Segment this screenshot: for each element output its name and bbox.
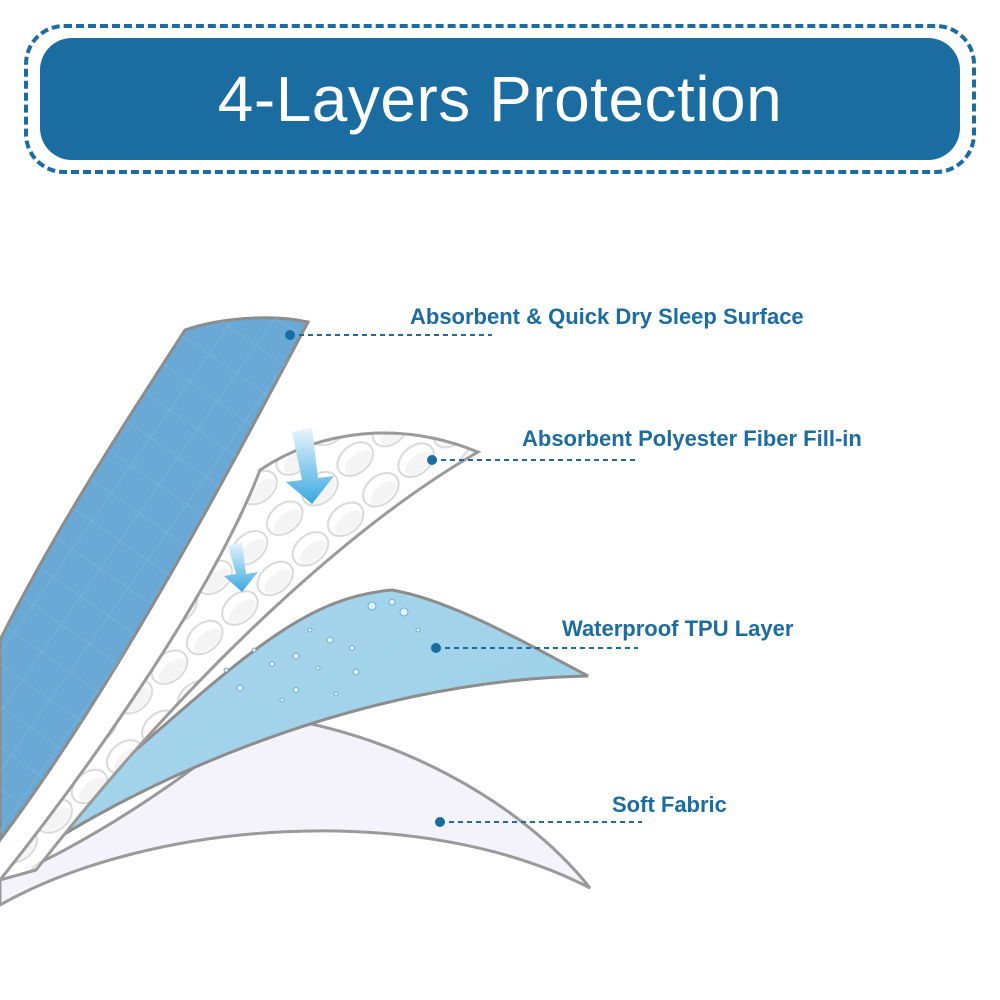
label-tpu-layer: Waterproof TPU Layer xyxy=(562,616,794,641)
absorption-arrow-small-icon xyxy=(224,542,258,592)
tpu-layer xyxy=(8,588,589,872)
label-sleep-surface: Absorbent & Quick Dry Sleep Surface xyxy=(410,304,804,329)
absorption-arrow-icon xyxy=(286,428,334,504)
fiber-fill-layer xyxy=(0,431,482,882)
leader-lines xyxy=(290,334,642,823)
sleep-surface-layer xyxy=(0,316,311,843)
label-fiber-fill: Absorbent Polyester Fiber Fill-in xyxy=(522,426,862,451)
banner-dashed-outline xyxy=(24,24,976,174)
water-droplets xyxy=(223,598,421,703)
label-soft-fabric: Soft Fabric xyxy=(612,792,727,817)
title-banner: 4-Layers Protection xyxy=(40,38,960,160)
leader-dots xyxy=(285,330,445,827)
soft-fabric-layer xyxy=(0,713,592,907)
page-title: 4-Layers Protection xyxy=(217,63,783,135)
